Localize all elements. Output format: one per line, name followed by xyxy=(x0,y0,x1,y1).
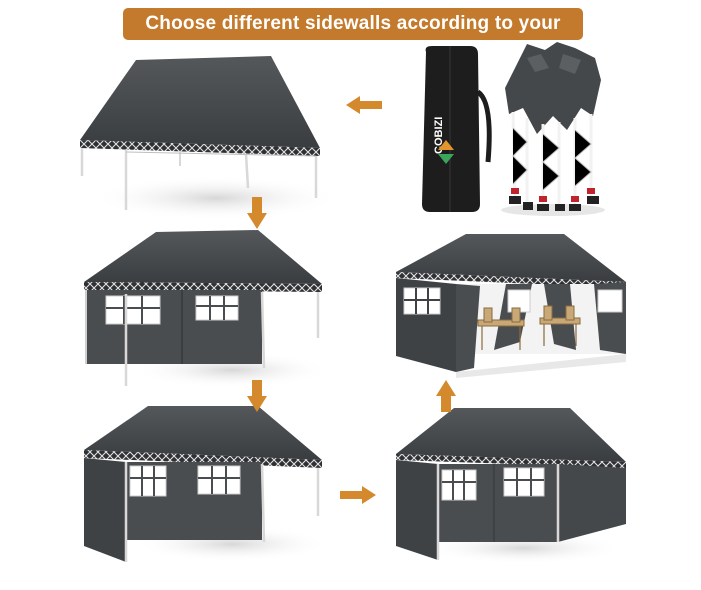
arrow-down-icon xyxy=(247,380,267,412)
tent-one-sidewall xyxy=(82,228,332,388)
tent-two-sidewalls xyxy=(82,404,332,564)
tent-three-sidewalls xyxy=(394,406,630,566)
page-title-banner: Choose different sidewalls according to … xyxy=(123,8,583,66)
bag-brand-logo: COBIZI xyxy=(433,117,445,154)
tent-fully-enclosed xyxy=(394,232,630,378)
arrow-down-icon xyxy=(247,197,267,229)
folded-frame-image xyxy=(497,38,607,218)
arrow-right-icon xyxy=(340,486,376,504)
carry-bag-image: COBIZI xyxy=(418,42,493,214)
arrow-up-icon xyxy=(436,380,456,412)
arrow-left-icon xyxy=(346,96,382,114)
tent-canopy-only xyxy=(76,48,341,220)
